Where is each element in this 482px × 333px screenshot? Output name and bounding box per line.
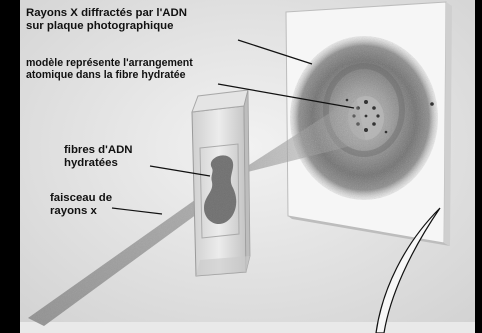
leader-model <box>217 83 355 109</box>
label-diffracted-xrays: Rayons X diffractés par l'ADN sur plaque… <box>26 7 187 33</box>
label-xray-beam: faisceau de rayons x <box>50 192 112 218</box>
label-beam-line2: rayons x <box>50 204 97 217</box>
scattered-rays <box>232 96 366 176</box>
xray-beam <box>28 178 238 326</box>
label-fibres-line2: hydratées <box>64 156 118 169</box>
label-model-line2: atomique dans la fibre hydratée <box>26 68 186 81</box>
label-diffracted-line1: Rayons X diffractés par l'ADN <box>26 7 187 19</box>
leader-beam <box>111 207 163 215</box>
leader-diffracted <box>237 39 313 65</box>
leader-lines <box>111 39 355 215</box>
label-dna-fibres: fibres d'ADN hydratées <box>64 144 133 170</box>
leader-fibres <box>149 165 211 177</box>
callout-pointer <box>375 207 441 333</box>
label-fibres-line1: fibres d'ADN <box>64 144 133 156</box>
label-diffracted-line2: sur plaque photographique <box>26 19 174 32</box>
label-model: modèle représente l'arrangement atomique… <box>26 57 193 82</box>
diffraction-pattern <box>290 36 438 200</box>
label-beam-line1: faisceau de <box>50 192 113 204</box>
label-model-line1: modèle représente l'arrangement <box>26 57 193 69</box>
bottom-strip <box>20 322 475 333</box>
